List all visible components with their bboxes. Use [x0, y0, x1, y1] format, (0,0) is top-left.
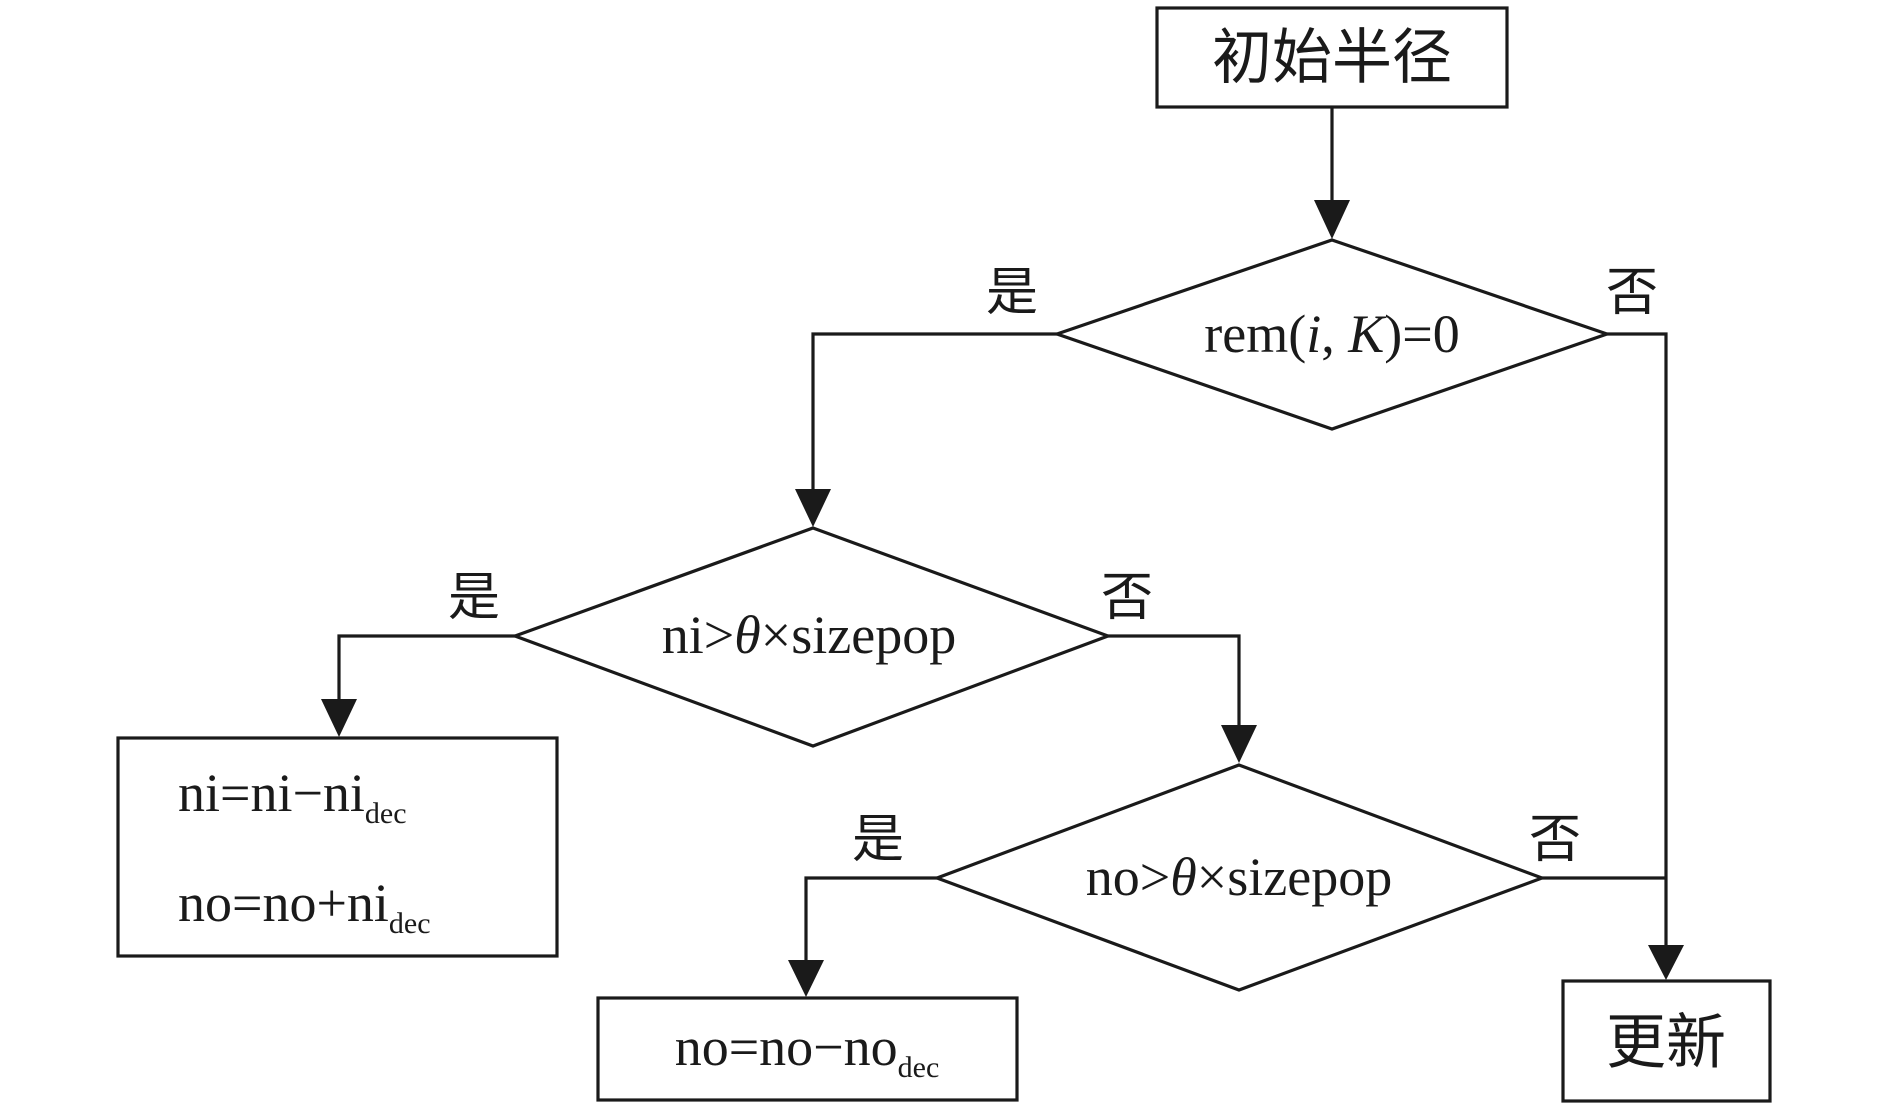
no-no-label: 否 — [1529, 810, 1581, 870]
decision-no-diamond — [932, 763, 1547, 992]
update-node: 更新 — [1561, 979, 1772, 1103]
rem-close: )=0 — [1384, 304, 1459, 364]
arrowhead-ni — [795, 489, 831, 527]
decision-no-label: no>θ×sizepop — [1086, 847, 1392, 907]
process-ni-box — [116, 736, 559, 958]
edge-ni-no-to-no — [1108, 634, 1241, 726]
arrowhead-process-ni — [321, 699, 357, 737]
ni-no-label: 否 — [1101, 568, 1153, 628]
decision-ni-label: ni>θ×sizepop — [662, 605, 956, 665]
rem-sep: , — [1321, 304, 1348, 364]
process-no-sub: dec — [898, 1051, 940, 1084]
decision-ni-node: ni>θ×sizepop — [510, 526, 1113, 748]
decision-rem-node: rem(i, K)=0 — [1052, 238, 1612, 431]
process-no-node: no=no−nodec — [596, 996, 1019, 1102]
process-ni-line1: ni=ni−nidec — [178, 763, 407, 830]
start-box — [1155, 6, 1509, 109]
decision-rem-diamond — [1052, 238, 1612, 431]
edge-ni-yes-to-process — [337, 634, 515, 700]
update-box — [1561, 979, 1772, 1103]
branch-labels: 是 否 是 否 是 否 — [448, 263, 1658, 870]
ni-theta: θ — [734, 605, 761, 665]
arrowhead-no — [1221, 725, 1257, 763]
connectors — [321, 107, 1684, 997]
decision-rem-label: rem(i, K)=0 — [1204, 304, 1459, 364]
arrowhead-rem — [1314, 200, 1350, 239]
decision-ni-diamond — [510, 526, 1113, 748]
ni-lhs: ni> — [662, 605, 734, 665]
rem-yes-label: 是 — [986, 263, 1038, 323]
edge-rem-yes-to-ni — [811, 332, 1057, 490]
process-ni-line1-main: ni=ni−ni — [178, 763, 365, 823]
rem-fn: rem( — [1204, 304, 1306, 364]
rem-var-k: K — [1347, 304, 1387, 364]
update-label: 更新 — [1606, 1008, 1726, 1078]
start-label: 初始半径 — [1212, 23, 1452, 93]
no-yes-label: 是 — [852, 810, 904, 870]
process-ni-line2-sub: dec — [389, 907, 431, 940]
ni-rhs: ×sizepop — [761, 605, 956, 665]
rem-var-i: i — [1306, 304, 1321, 364]
decision-no-node: no>θ×sizepop — [932, 763, 1547, 992]
start-node: 初始半径 — [1155, 6, 1509, 109]
ni-yes-label: 是 — [448, 568, 500, 628]
process-ni-line1-sub: dec — [365, 797, 407, 830]
process-ni-line2: no=no+nidec — [178, 873, 431, 940]
process-ni-node: ni=ni−nidec no=no+nidec — [116, 736, 559, 958]
edge-rem-no-to-update — [1607, 332, 1668, 945]
no-rhs: ×sizepop — [1197, 847, 1392, 907]
process-ni-line2-main: no=no+ni — [178, 873, 389, 933]
arrowhead-process-no — [788, 960, 824, 997]
process-no-line: no=no−nodec — [675, 1017, 940, 1084]
process-no-main: no=no−no — [675, 1017, 898, 1077]
no-lhs: no> — [1086, 847, 1170, 907]
edge-no-yes-to-process — [804, 876, 937, 960]
rem-no-label: 否 — [1606, 263, 1658, 323]
process-no-box — [596, 996, 1019, 1102]
arrowhead-update — [1648, 945, 1684, 980]
no-theta: θ — [1170, 847, 1197, 907]
